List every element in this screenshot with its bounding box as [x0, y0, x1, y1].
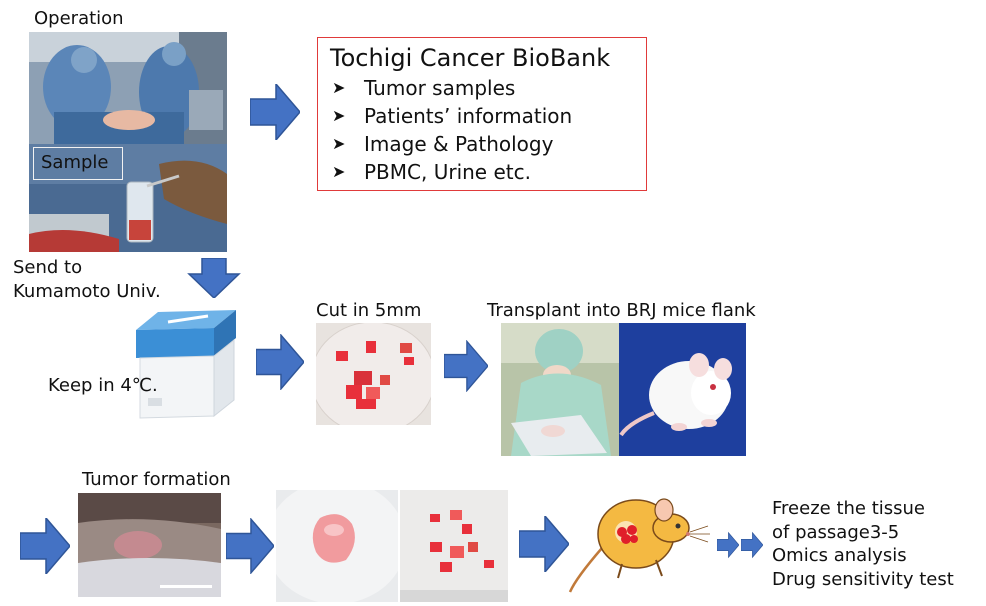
- biobank-list: ➤ Tumor samples ➤ Patients’ information ➤ I…: [330, 74, 636, 186]
- arrow-to-excised: [226, 518, 274, 574]
- arrow-bullet-icon: ➤: [332, 134, 346, 153]
- block-arrow-icon: [226, 518, 274, 574]
- operation-label: Operation: [34, 8, 124, 29]
- arrow-to-tumor: [20, 518, 70, 574]
- operation-photo: [29, 32, 227, 144]
- send-to-label: Send to: [13, 257, 83, 278]
- biobank-item: ➤ Image & Pathology: [330, 130, 636, 158]
- block-arrow-icon: [250, 84, 300, 140]
- result-line: of passage3-5: [772, 521, 900, 543]
- biobank-box: Tochigi Cancer BioBank ➤ Tumor samples ➤ P…: [317, 37, 647, 191]
- keep-temp-label: Keep in 4℃.: [48, 375, 158, 396]
- block-arrow-icon: [444, 340, 488, 392]
- transplant-label: Transplant into BRJ mice flank: [487, 300, 756, 321]
- sample-photo: [29, 144, 227, 252]
- arrow-down-ship: [185, 258, 243, 298]
- arrow-to-transplant: [444, 340, 488, 392]
- results-text: Freeze the tissue of passage3-5 Omics an…: [772, 497, 954, 591]
- block-arrow-icon: [185, 258, 243, 298]
- block-arrow-icon: [717, 520, 739, 570]
- arrow-double-right: [741, 520, 763, 570]
- minced-tumor-photo: [400, 490, 508, 602]
- block-arrow-icon: [741, 520, 763, 570]
- cut-tissue-photo: [316, 323, 431, 425]
- arrow-bullet-icon: ➤: [332, 162, 346, 181]
- result-line: Omics analysis: [772, 545, 907, 566]
- biobank-item-text: Tumor samples: [364, 76, 516, 100]
- excised-tumor-photo: [276, 490, 398, 602]
- block-arrow-icon: [256, 334, 304, 390]
- arrow-double-left: [717, 520, 739, 570]
- biobank-item-text: Patients’ information: [364, 104, 573, 128]
- arrow-to-biobank: [250, 84, 300, 140]
- biobank-title: Tochigi Cancer BioBank: [330, 44, 611, 72]
- sample-label: Sample: [33, 147, 123, 180]
- result-line: Drug sensitivity test: [772, 568, 954, 590]
- cut-label: Cut in 5mm: [316, 300, 422, 321]
- biobank-item: ➤ Patients’ information: [330, 102, 636, 130]
- transplant-procedure-photo: [501, 323, 619, 456]
- biobank-item: ➤ PBMC, Urine etc.: [330, 158, 636, 186]
- arrow-bullet-icon: ➤: [332, 78, 346, 97]
- biobank-item: ➤ Tumor samples: [330, 74, 636, 102]
- biobank-item-text: PBMC, Urine etc.: [364, 160, 531, 184]
- arrow-to-cut: [256, 334, 304, 390]
- arrow-bullet-icon: ➤: [332, 106, 346, 125]
- biobank-item-text: Image & Pathology: [364, 132, 554, 156]
- kumamoto-label: Kumamoto Univ.: [13, 281, 161, 302]
- block-arrow-icon: [20, 518, 70, 574]
- tumor-formation-photo: [78, 493, 221, 597]
- cooler-box-image: [128, 300, 242, 420]
- brj-mouse-photo: [619, 323, 746, 456]
- mouse-illustration: [566, 488, 716, 598]
- arrow-to-mouse: [519, 516, 569, 572]
- result-line: Freeze the tissue: [772, 498, 925, 519]
- tumor-formation-label: Tumor formation: [82, 469, 231, 490]
- block-arrow-icon: [519, 516, 569, 572]
